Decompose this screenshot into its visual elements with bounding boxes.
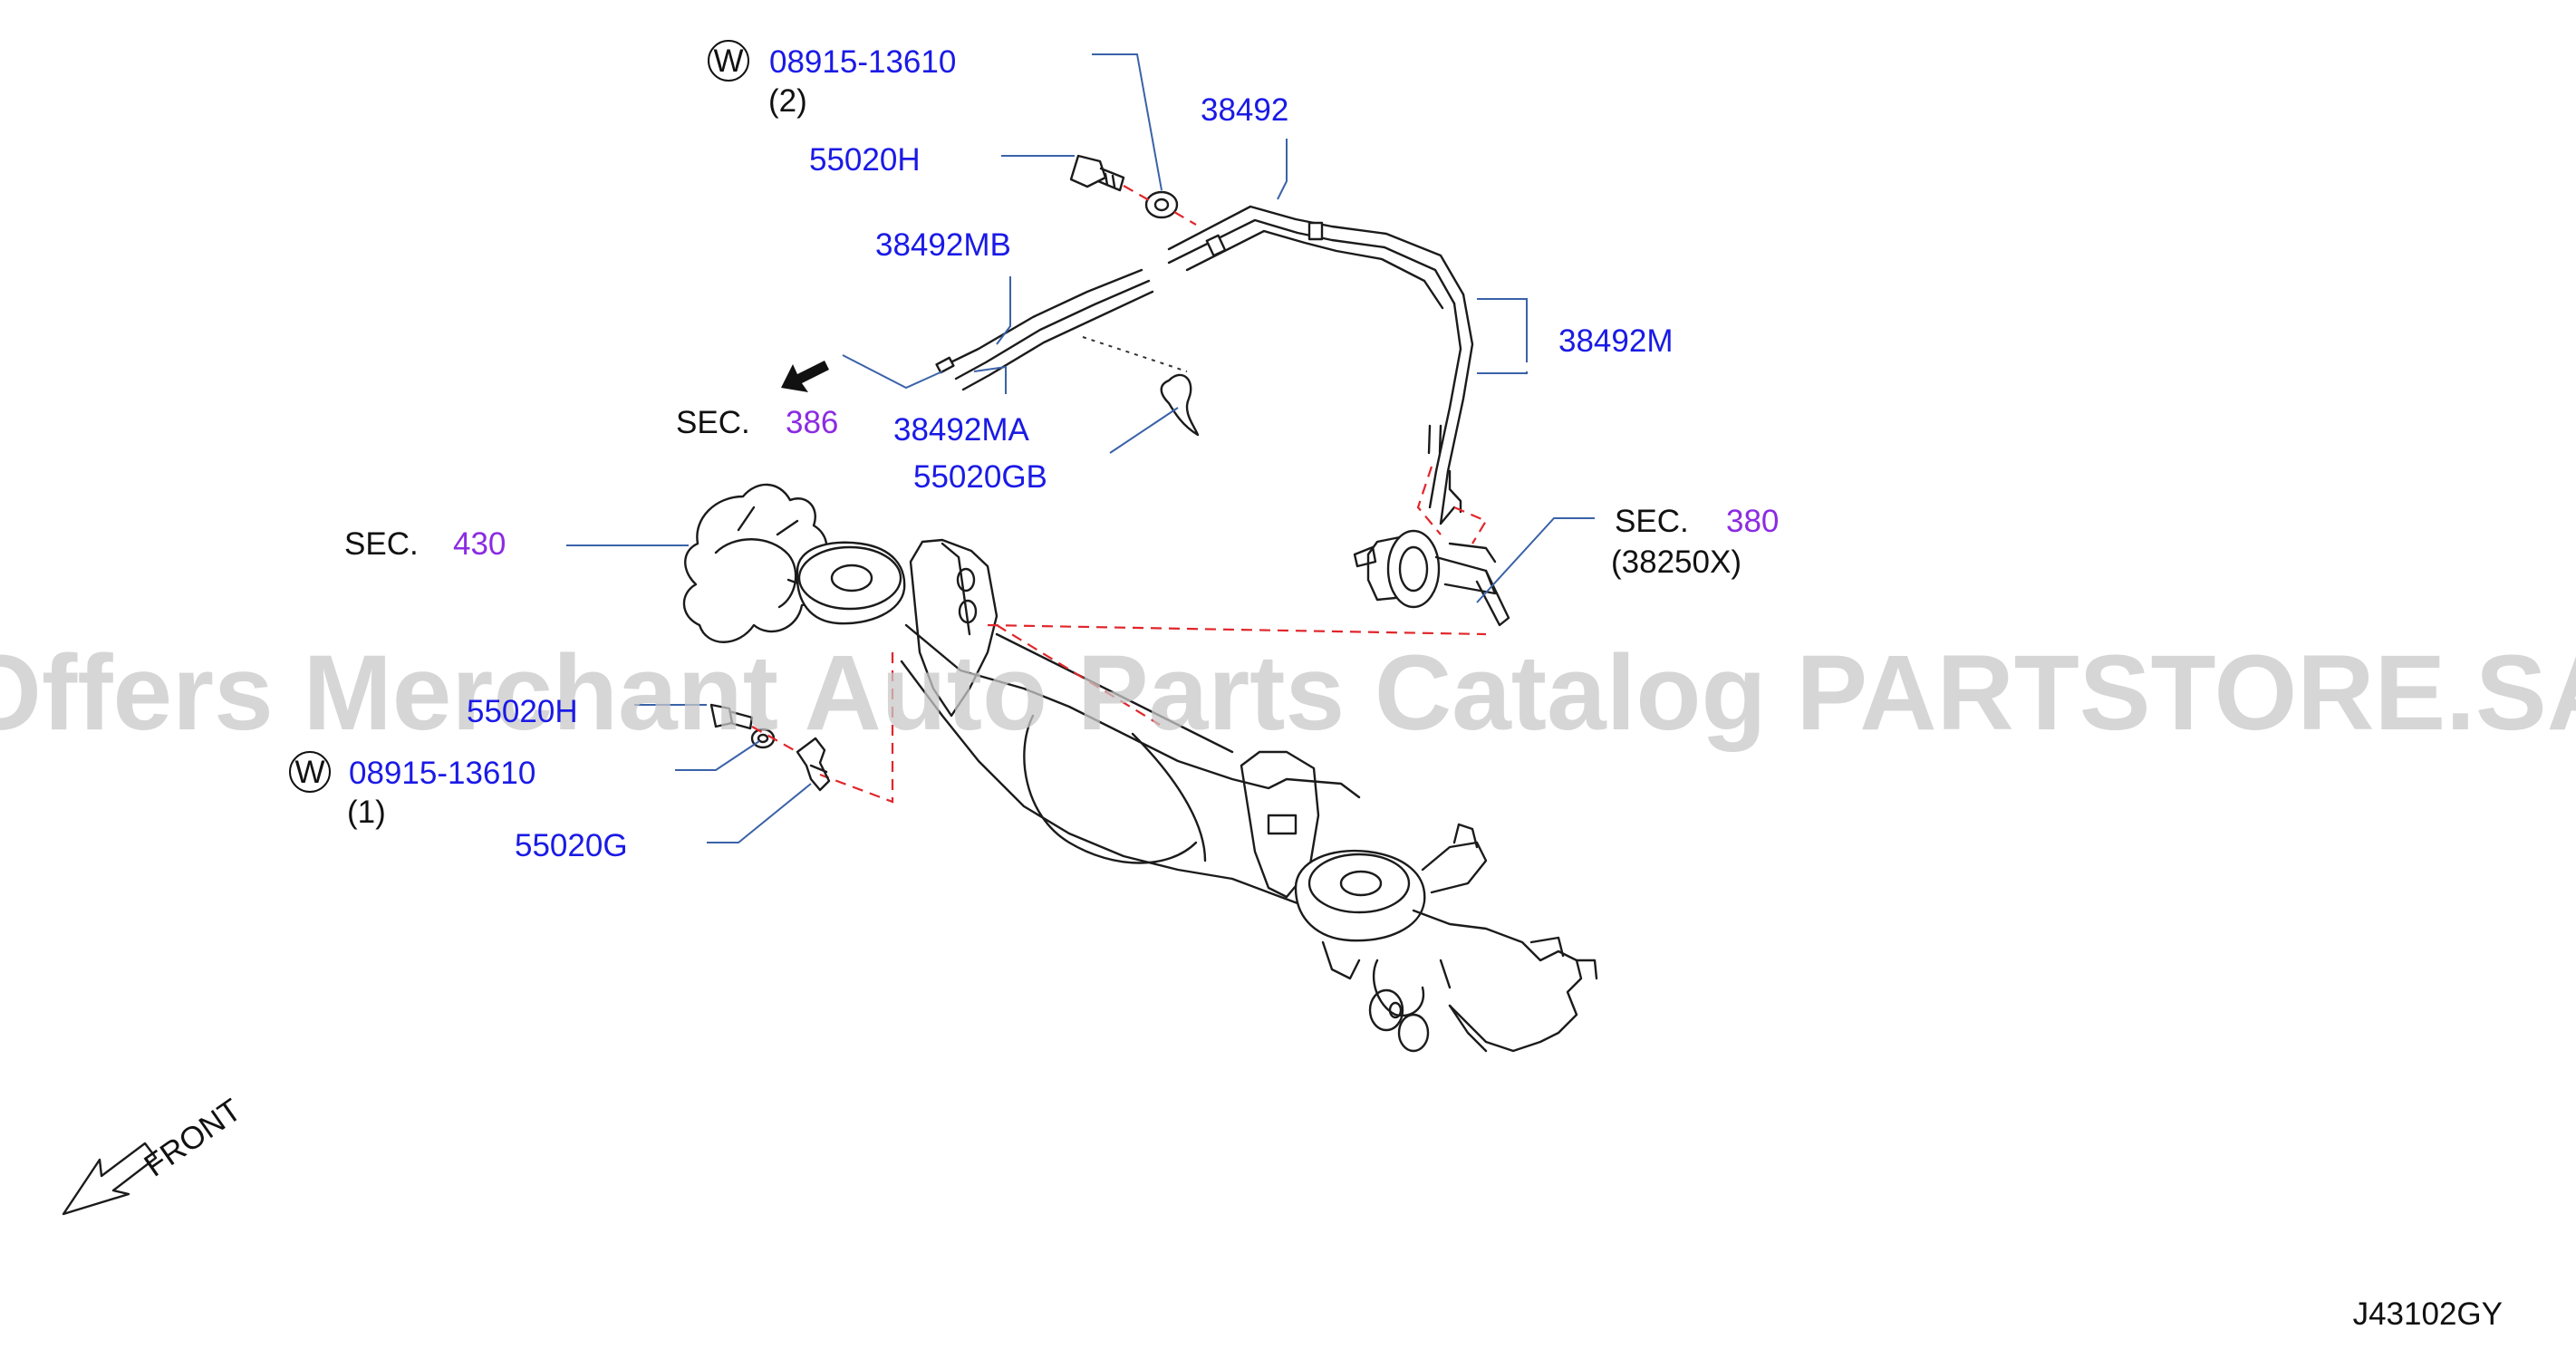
breather-hose-38492m: [1427, 293, 1474, 525]
arrow-to-sec-386: [781, 361, 829, 392]
guide-lower-bolt: [751, 726, 798, 753]
label-hose-mb[interactable]: 38492MB: [875, 227, 1011, 263]
washer-08915-13610-top: [1144, 190, 1179, 219]
label-sec-386[interactable]: 386: [786, 405, 838, 440]
bolt-55020h-lower: [709, 703, 754, 730]
washer-symbol-text: W: [294, 755, 324, 790]
label-clip-gb[interactable]: 55020GB: [913, 459, 1047, 495]
label-hose-main[interactable]: 38492: [1201, 92, 1288, 128]
rear-suspension-member: [796, 538, 1598, 1053]
front-arrow-icon: [62, 1142, 158, 1216]
bolt-55020h-top: [1069, 154, 1125, 192]
label-bolt-lower[interactable]: 55020H: [467, 694, 578, 729]
label-sec-386-prefix: SEC.: [676, 405, 750, 440]
guide-member-to-380: [987, 623, 1487, 726]
label-washer-top-qty: (2): [768, 83, 807, 119]
washer-symbol-text: W: [713, 43, 743, 79]
clip-55020gb: [1082, 336, 1200, 437]
label-clip-g[interactable]: 55020G: [515, 828, 628, 863]
guide-hose-to-380: [1416, 466, 1488, 544]
watermark-text: Offers Merchant Auto Parts Catalog PARTS…: [0, 633, 2576, 753]
label-hose-m[interactable]: 38492M: [1558, 323, 1673, 359]
label-sec-380-sub: (38250X): [1611, 544, 1741, 580]
washer-symbol-top: W: [708, 40, 749, 82]
breather-hose-38492mb: [935, 268, 1154, 391]
label-washer-top-part[interactable]: 08915-13610: [769, 44, 956, 80]
guide-member-to-clip: [819, 652, 894, 804]
guide-bolt-top: [1123, 185, 1197, 226]
clip-55020g: [796, 737, 831, 792]
label-washer-lower-part[interactable]: 08915-13610: [349, 756, 535, 791]
washer-symbol-lower: W: [289, 751, 331, 793]
label-sec-430-prefix: SEC.: [344, 526, 419, 562]
label-sec-430[interactable]: 430: [453, 526, 506, 562]
label-sec-380-prefix: SEC.: [1615, 504, 1689, 539]
label-front: FRONT: [138, 1092, 247, 1183]
label-bolt-top[interactable]: 55020H: [809, 142, 921, 178]
label-sec-380[interactable]: 380: [1726, 504, 1779, 539]
label-hose-ma[interactable]: 38492MA: [893, 412, 1029, 448]
label-washer-lower-qty: (1): [347, 795, 386, 830]
leader-lines: [566, 53, 1595, 843]
breather-hose-38492: [1167, 205, 1465, 310]
differential-carrier-sec-380: [1353, 529, 1510, 627]
diagram-code: J43102GY: [2353, 1296, 2503, 1332]
